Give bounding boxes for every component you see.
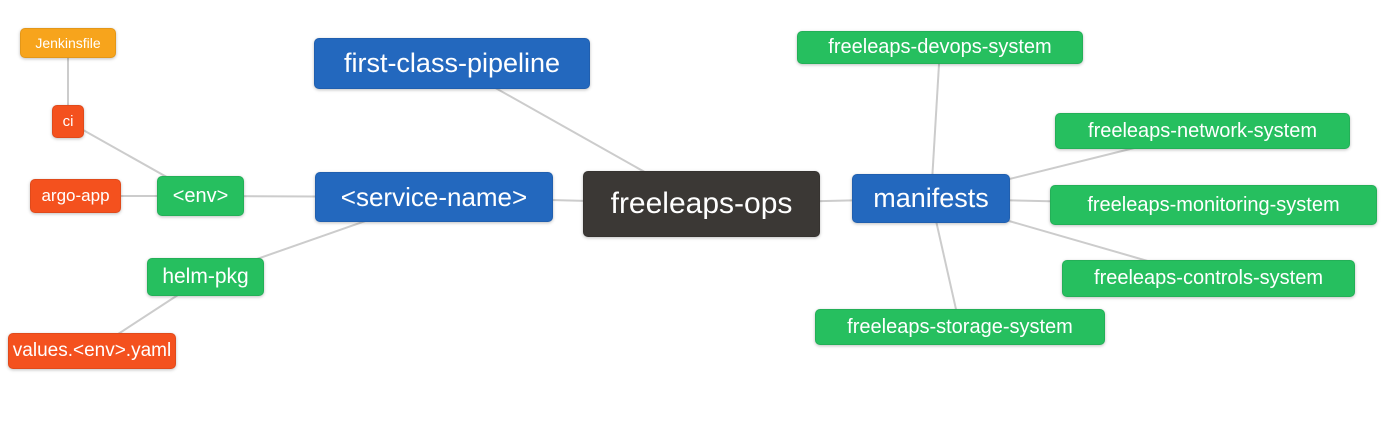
node-env[interactable]: <env>: [157, 176, 244, 216]
node-storage-system[interactable]: freeleaps-storage-system: [815, 309, 1105, 345]
node-argo-app[interactable]: argo-app: [30, 179, 121, 213]
node-first-class-pipeline[interactable]: first-class-pipeline: [314, 38, 590, 89]
node-manifests[interactable]: manifests: [852, 174, 1010, 223]
node-service-name[interactable]: <service-name>: [315, 172, 553, 222]
node-devops-system[interactable]: freeleaps-devops-system: [797, 31, 1083, 64]
node-helm-pkg[interactable]: helm-pkg: [147, 258, 264, 296]
node-freeleaps-ops[interactable]: freeleaps-ops: [583, 171, 820, 237]
node-controls-system[interactable]: freeleaps-controls-system: [1062, 260, 1355, 297]
node-network-system[interactable]: freeleaps-network-system: [1055, 113, 1350, 149]
node-ci[interactable]: ci: [52, 105, 84, 138]
node-values-env-yaml[interactable]: values.<env>.yaml: [8, 333, 176, 369]
connector-manifests--devops-system: [930, 47, 941, 199]
node-monitoring-system[interactable]: freeleaps-monitoring-system: [1050, 185, 1377, 225]
node-jenkinsfile[interactable]: Jenkinsfile: [20, 28, 116, 58]
